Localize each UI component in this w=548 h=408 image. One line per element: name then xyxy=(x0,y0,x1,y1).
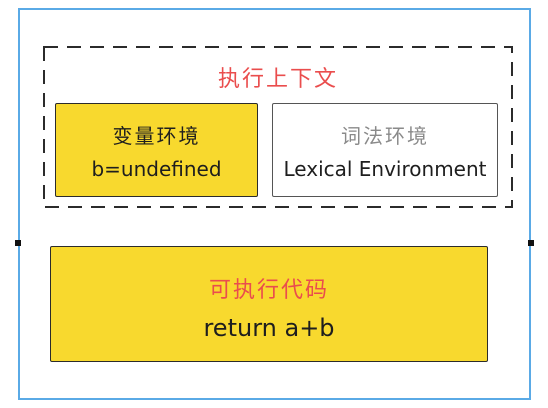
execution-context-border xyxy=(43,46,513,208)
lexical-environment-value: Lexical Environment xyxy=(283,157,487,181)
execution-context-title: 执行上下文 xyxy=(217,67,338,92)
variable-environment-box: 变量环境 b=undefined xyxy=(55,103,258,197)
executable-code-box: 可执行代码 return a+b xyxy=(50,246,488,362)
resize-handle-right[interactable] xyxy=(528,240,534,246)
resize-handle-left[interactable] xyxy=(15,240,21,246)
lexical-environment-box: 词法环境 Lexical Environment xyxy=(272,103,498,197)
lexical-environment-label: 词法环境 xyxy=(341,124,429,148)
executable-code-value: return a+b xyxy=(203,314,335,342)
variable-environment-value: b=undefined xyxy=(91,157,222,181)
variable-environment-label: 变量环境 xyxy=(112,124,201,148)
executable-code-label: 可执行代码 xyxy=(208,278,329,303)
selection-border xyxy=(18,8,531,400)
